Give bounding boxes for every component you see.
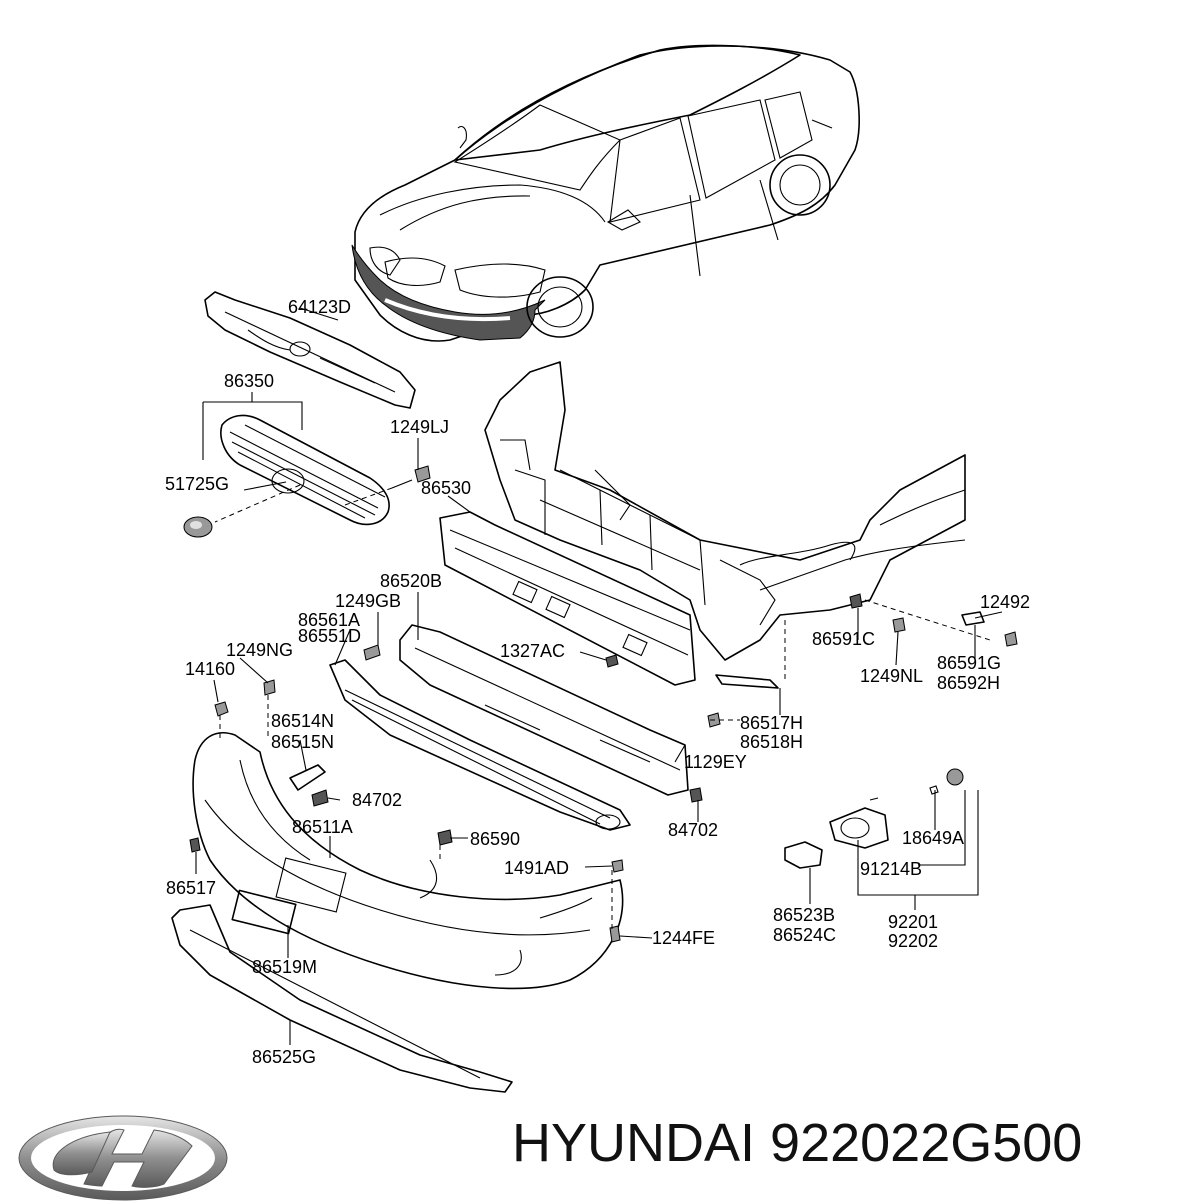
part-1249lj-screw-drawing [391, 465, 431, 489]
part-label: 86530 [421, 478, 471, 498]
part-label: 86561A [298, 610, 360, 630]
part-label: 64123D [288, 297, 351, 317]
part-1249ng-screw-drawing [263, 679, 276, 696]
part-84702-clip-left-drawing [311, 789, 329, 807]
part-label: 1491AD [504, 858, 569, 878]
part-label: 86519M [252, 957, 317, 977]
part-51725g-emblem-drawing [183, 516, 213, 538]
part-86520b-absorber-drawing [399, 624, 689, 796]
part-1491ad-clip-drawing [611, 859, 624, 873]
part-86561a-lower-grille-drawing [329, 659, 631, 831]
radiator-support-drawing [484, 361, 966, 661]
part-1244fe-screw-drawing [609, 925, 621, 943]
part-label: 86515N [271, 732, 334, 752]
part-label: 86525G [252, 1047, 316, 1067]
part-label: 1249LJ [390, 417, 449, 437]
part-86514n-bracket-drawing [289, 764, 326, 791]
part-label: 1327AC [500, 641, 565, 661]
part-label: 86514N [271, 711, 334, 731]
part-label: 51725G [165, 474, 229, 494]
part-86530-beam-drawing [439, 511, 696, 686]
label-leader-lines [195, 307, 1003, 1045]
part-label: 86518H [740, 732, 803, 752]
part-84702-clip-right-drawing [689, 787, 703, 803]
part-12492-screw-drawing [1004, 631, 1018, 647]
part-86511a-bumper-drawing [192, 732, 624, 990]
part-label: 86517H [740, 713, 803, 733]
part-92201-fog-lamp-drawing [829, 797, 889, 849]
part-number-caption: HYUNDAI 922022G500 [512, 1108, 1192, 1178]
part-label: 86591C [812, 629, 875, 649]
part-number: 922022G500 [770, 1113, 1083, 1173]
part-label: 84702 [352, 790, 402, 810]
part-1327ac-nut-drawing [605, 654, 619, 668]
part-label: 1129EY [684, 752, 747, 772]
part-label: 14160 [185, 659, 235, 679]
part-label: 86517 [166, 878, 216, 898]
part-86519m-bracket-drawing [231, 889, 297, 935]
part-label: 18649A [902, 828, 964, 848]
part-86525g-lip-drawing [171, 904, 513, 1093]
part-label: 86590 [470, 829, 520, 849]
part-label: 92201 [888, 912, 938, 932]
part-label: 1249GB [335, 591, 401, 611]
brand-name: HYUNDAI [512, 1113, 756, 1173]
part-86523b-cover-drawing [784, 841, 823, 869]
assembly-guide-lines [214, 484, 991, 930]
hyundai-logo-icon [18, 1115, 228, 1201]
part-86350-grille-drawing [220, 414, 390, 526]
part-1249gb-screw-drawing [363, 644, 381, 661]
part-86590-clip-drawing [437, 829, 453, 846]
part-86591c-clip-drawing [849, 593, 863, 609]
part-label: 86551D [298, 626, 361, 646]
car-overview-drawing [351, 44, 860, 342]
part-label: 12492 [980, 592, 1030, 612]
part-label: 1244FE [652, 928, 715, 948]
part-labels: 64123D 86350 1249LJ 51725G 86530 86520B … [165, 297, 1030, 1067]
part-label: 86592H [937, 673, 1000, 693]
part-label: 1249NG [226, 640, 293, 660]
part-64123d-drawing [204, 291, 416, 409]
part-86517h-bracket-drawing [715, 674, 779, 689]
part-label: 92202 [888, 931, 938, 951]
part-86591g-bracket-drawing [961, 611, 985, 626]
part-label: 91214B [860, 859, 922, 879]
part-1249nl-screw-drawing [892, 617, 906, 633]
part-label: 86524C [773, 925, 836, 945]
part-label: 1249NL [860, 666, 923, 686]
part-18649a-bulb-drawing [929, 768, 964, 795]
part-label: 86350 [224, 371, 274, 391]
part-86517-clip-drawing [189, 837, 201, 853]
part-label: 86591G [937, 653, 1001, 673]
part-label: 84702 [668, 820, 718, 840]
part-label: 86511A [292, 817, 353, 837]
part-14160-bracket-drawing [214, 701, 229, 717]
part-label: 86523B [773, 905, 835, 925]
part-label: 86520B [380, 571, 442, 591]
